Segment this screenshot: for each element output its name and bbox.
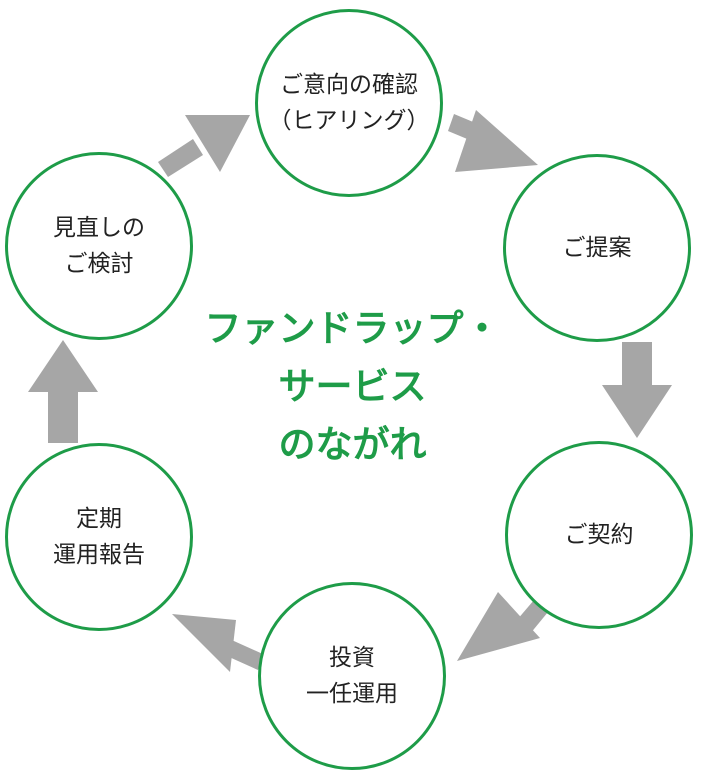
arrow-review-to-hearing bbox=[158, 115, 250, 177]
step-hearing-label-line2: （ヒアリング） bbox=[268, 108, 430, 134]
step-hearing-label-line1: ご意向の確認 bbox=[280, 72, 418, 98]
step-report-label-line1: 定期 bbox=[76, 506, 122, 532]
step-report-label-line2: 運用報告 bbox=[53, 542, 145, 568]
step-report-circle: 定期 運用報告 bbox=[5, 443, 193, 631]
step-review-circle: 見直しの ご検討 bbox=[5, 152, 193, 340]
arrow-management-to-report bbox=[172, 614, 265, 672]
step-review-label-line1: 見直しの bbox=[53, 215, 145, 241]
step-contract-circle: ご契約 bbox=[505, 441, 693, 629]
diagram-title: ファンドラップ・ サービス のながれ bbox=[200, 300, 505, 474]
step-proposal-circle: ご提案 bbox=[503, 154, 691, 342]
diagram-title-line2: サービス bbox=[278, 365, 427, 408]
step-management-label-line2: 一任運用 bbox=[306, 681, 398, 707]
diagram-title-line3: のながれ bbox=[278, 423, 427, 466]
step-hearing-circle: ご意向の確認 （ヒアリング） bbox=[255, 9, 443, 197]
arrow-proposal-to-contract bbox=[602, 342, 672, 438]
arrow-contract-to-management bbox=[457, 592, 548, 661]
step-contract-label: ご契約 bbox=[564, 522, 634, 548]
step-proposal-label: ご提案 bbox=[562, 235, 632, 261]
step-management-circle: 投資 一任運用 bbox=[258, 582, 446, 770]
diagram-title-line1: ファンドラップ・ bbox=[204, 307, 501, 350]
arrow-hearing-to-proposal bbox=[448, 110, 538, 172]
step-management-label-line1: 投資 bbox=[329, 645, 375, 671]
arrow-report-to-review bbox=[28, 340, 98, 443]
step-review-label-line2: ご検討 bbox=[64, 251, 134, 277]
